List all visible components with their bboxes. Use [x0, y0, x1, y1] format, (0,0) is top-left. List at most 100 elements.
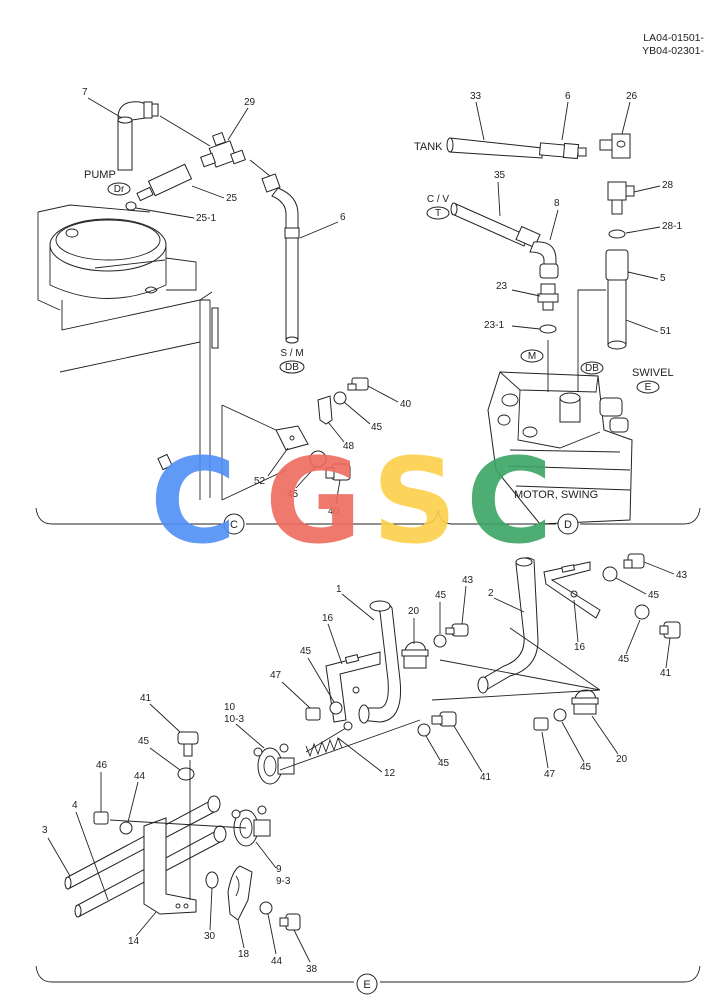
label-47-right: 47 — [544, 769, 556, 780]
label-40-lower: 40 — [328, 506, 340, 517]
section-bracket-e: E — [35, 965, 701, 995]
label-45-e2: 45 — [300, 646, 312, 657]
label-41-left: 41 — [140, 693, 152, 704]
label-25: 25 — [226, 193, 238, 204]
label-41-right: 41 — [660, 668, 672, 679]
hose-33 — [446, 137, 587, 160]
plate-52 — [275, 425, 309, 451]
section-e-letter: E — [363, 979, 370, 991]
section-e-marker — [356, 973, 378, 995]
washer-45-e2 — [329, 701, 343, 715]
washer-45-e7 — [177, 767, 195, 781]
port-t-label: T — [435, 208, 441, 219]
label-44-e1: 44 — [134, 771, 146, 782]
label-4: 4 — [72, 800, 78, 811]
clip-18 — [227, 865, 253, 921]
hose-5-51 — [605, 249, 629, 350]
label-45-upper: 45 — [371, 422, 383, 433]
section-c-letter: C — [230, 519, 238, 531]
label-45-lower: 45 — [287, 489, 299, 500]
label-46: 46 — [96, 760, 108, 771]
label-9: 9 — [276, 864, 282, 875]
bracket-16-right — [543, 561, 601, 619]
label-10: 10 — [224, 702, 236, 713]
swing-motor-body — [487, 289, 633, 525]
label-23: 23 — [496, 281, 508, 292]
port-db-badge-d — [580, 361, 604, 375]
model-code-line-2: YB04-02301- — [642, 45, 704, 57]
port-dr-badge — [107, 182, 131, 196]
bolt-41-e-mid — [431, 711, 457, 727]
label-12: 12 — [384, 768, 396, 779]
label-pump: PUMP — [84, 169, 116, 181]
clip-20-right — [571, 689, 599, 715]
watermark-letter-4: C — [466, 432, 553, 570]
label-26: 26 — [626, 91, 638, 102]
port-db-badge-c — [279, 360, 305, 374]
bolt-43-e-left — [445, 623, 469, 637]
label-47-left: 47 — [270, 670, 282, 681]
label-45-e1: 45 — [435, 590, 447, 601]
washer-45-e3 — [417, 723, 431, 737]
section-d-marker — [557, 513, 579, 535]
fitting-23 — [537, 283, 559, 311]
label-7: 7 — [82, 87, 88, 98]
label-18: 18 — [238, 949, 250, 960]
label-28-1: 28-1 — [662, 221, 682, 232]
label-33: 33 — [470, 91, 482, 102]
label-2: 2 — [488, 588, 494, 599]
label-45-e5: 45 — [618, 654, 630, 665]
watermark-letter-3: S — [372, 432, 457, 570]
bolt-43-e-right — [623, 553, 645, 569]
port-dr-label: Dr — [114, 184, 125, 195]
pipe-1 — [358, 600, 402, 724]
port-db-label-c: DB — [285, 362, 299, 373]
label-cv: C / V — [427, 194, 450, 205]
label-43-left: 43 — [462, 575, 474, 586]
fitting-28 — [607, 181, 635, 215]
bolt-41-e-right — [659, 621, 681, 639]
label-38: 38 — [306, 964, 318, 975]
label-14: 14 — [128, 936, 140, 947]
hydraulic-tank-drawing — [37, 204, 219, 500]
label-tank: TANK — [414, 141, 443, 153]
model-code-line-1: LA04-01501- — [643, 32, 704, 44]
label-30: 30 — [204, 931, 216, 942]
label-45-e3: 45 — [438, 758, 450, 769]
label-25-1: 25-1 — [196, 213, 216, 224]
bolt-41-e-left — [177, 731, 199, 757]
clamp-10 — [253, 743, 295, 785]
washer-45-e5 — [634, 604, 650, 620]
hose-6-c — [261, 173, 300, 344]
washer-45-lower — [309, 450, 327, 468]
label-6-d: 6 — [565, 91, 571, 102]
label-8: 8 — [554, 198, 560, 209]
washer-44-e1 — [119, 821, 133, 835]
section-c-marker — [223, 513, 245, 535]
spacer-30 — [205, 871, 219, 889]
label-23-1: 23-1 — [484, 320, 504, 331]
o-ring-28-1 — [608, 229, 626, 239]
port-t-badge — [426, 206, 450, 220]
label-41-mid: 41 — [480, 772, 492, 783]
label-16-left: 16 — [322, 613, 334, 624]
port-e-label: E — [645, 382, 652, 393]
label-52: 52 — [254, 476, 266, 487]
label-35: 35 — [494, 170, 506, 181]
adapter-25 — [136, 163, 193, 202]
port-m-badge — [520, 349, 544, 363]
port-m-label: M — [528, 351, 536, 362]
label-20-right: 20 — [616, 754, 628, 765]
nut-46 — [93, 811, 109, 825]
washer-44-e2 — [259, 901, 273, 915]
clip-20-left — [401, 641, 429, 669]
port-e-badge — [636, 380, 660, 394]
cgsc-watermark: C G S C — [150, 432, 553, 570]
bracket-14 — [143, 817, 197, 915]
o-ring-23-1 — [539, 324, 557, 334]
port-db-label-d: DB — [585, 363, 599, 374]
stud-bolt-c — [157, 453, 173, 471]
label-51: 51 — [660, 326, 672, 337]
spring-12 — [305, 721, 353, 758]
